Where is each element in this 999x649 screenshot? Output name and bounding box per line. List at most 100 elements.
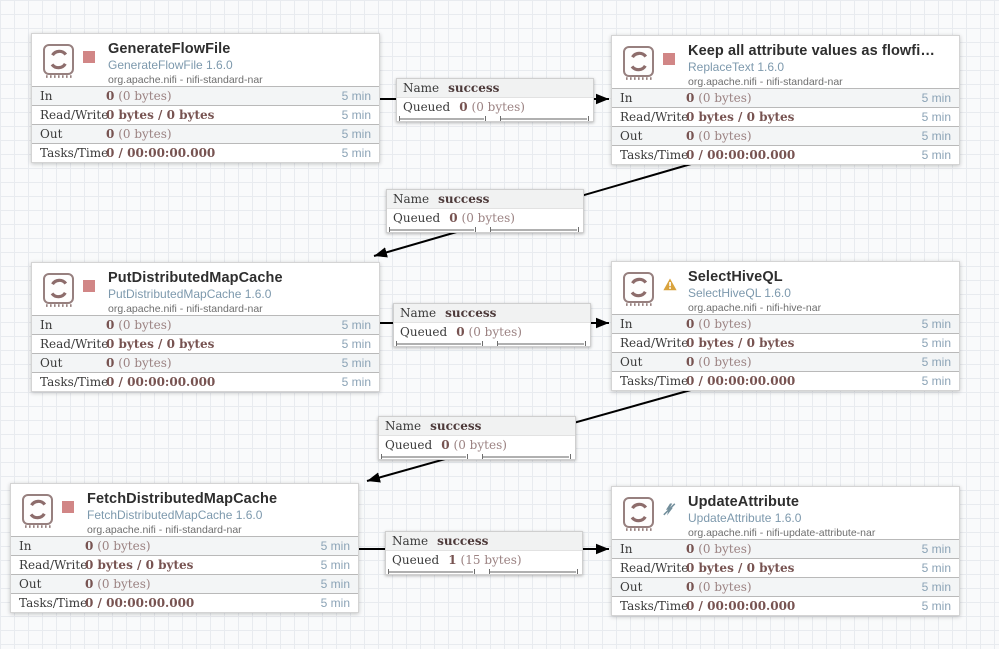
processor-name: Keep all attribute values as flowfi…: [688, 43, 935, 59]
stat-row-in: In 0 (0 bytes) 5 min: [612, 314, 959, 333]
processor-updateattribute[interactable]: UpdateAttribute UpdateAttribute 1.6.0 or…: [611, 486, 960, 616]
processor-header: UpdateAttribute UpdateAttribute 1.6.0 or…: [612, 487, 959, 539]
connection-queued-size: (0 bytes): [453, 438, 507, 452]
processor-bundle: org.apache.nifi - nifi-standard-nar: [108, 302, 263, 315]
stat-row-in: In 0 (0 bytes) 5 min: [32, 315, 379, 334]
stat-row-out: Out 0 (0 bytes) 5 min: [32, 353, 379, 372]
connection-queued-size: (15 bytes): [460, 553, 522, 567]
connection-queued-key: Queued: [393, 211, 441, 225]
connection-name-key: Name: [385, 419, 422, 433]
connection-queued-size: (0 bytes): [468, 325, 522, 339]
connection-queued-count: 0: [441, 438, 450, 452]
processor-stamp-icon: [41, 271, 77, 308]
processor-header: Keep all attribute values as flowfi… Rep…: [612, 36, 959, 88]
warning-triangle-icon: [663, 278, 677, 292]
processor-type: SelectHiveQL 1.6.0: [688, 285, 791, 300]
connection-queued-count: 1: [448, 553, 457, 567]
processor-type: PutDistributedMapCache 1.6.0: [108, 286, 272, 301]
processor-type: GenerateFlowFile 1.6.0: [108, 57, 233, 72]
processor-stamp-icon: [621, 270, 657, 307]
connection-name-key: Name: [393, 192, 430, 206]
stat-row-readwrite: Read/Write 0 bytes / 0 bytes 5 min: [612, 107, 959, 126]
processor-generateflowfile[interactable]: GenerateFlowFile GenerateFlowFile 1.6.0 …: [31, 33, 380, 163]
processor-name: PutDistributedMapCache: [108, 270, 283, 286]
processor-header: FetchDistributedMapCache FetchDistribute…: [11, 484, 358, 536]
processor-bundle: org.apache.nifi - nifi-update-attribute-…: [688, 526, 876, 539]
processor-fetchdistributedmapcache[interactable]: FetchDistributedMapCache FetchDistribute…: [10, 483, 359, 613]
processor-name: UpdateAttribute: [688, 494, 800, 510]
processor-stamp-icon: [20, 492, 56, 529]
stat-row-out: Out 0 (0 bytes) 5 min: [32, 124, 379, 143]
queue-fill-bars: [387, 227, 583, 232]
stat-row-in: In 0 (0 bytes) 5 min: [32, 86, 379, 105]
stat-row-out: Out 0 (0 bytes) 5 min: [612, 352, 959, 371]
stat-row-out: Out 0 (0 bytes) 5 min: [11, 574, 358, 593]
connection-label-2[interactable]: Name success Queued 0(0 bytes): [386, 189, 584, 233]
connection-name-value: success: [445, 306, 497, 320]
connection-queued-key: Queued: [403, 100, 451, 114]
processor-stamp-icon: [621, 495, 657, 532]
processor-stamp-icon: [41, 42, 77, 79]
stopped-square-icon: [62, 501, 74, 513]
processor-bundle: org.apache.nifi - nifi-standard-nar: [688, 75, 843, 88]
processor-bundle: org.apache.nifi - nifi-standard-nar: [108, 73, 263, 86]
connection-queued-count: 0: [456, 325, 465, 339]
connection-queued-size: (0 bytes): [471, 100, 525, 114]
processor-type: UpdateAttribute 1.6.0: [688, 510, 802, 525]
disabled-bolt-icon: [663, 503, 677, 517]
stat-row-in: In 0 (0 bytes) 5 min: [612, 88, 959, 107]
stat-row-tasks: Tasks/Time 0 / 00:00:00.000 5 min: [11, 593, 358, 612]
connection-name-key: Name: [392, 534, 429, 548]
stat-row-readwrite: Read/Write 0 bytes / 0 bytes 5 min: [32, 105, 379, 124]
processor-type: ReplaceText 1.6.0: [688, 59, 785, 74]
processor-putdistributedmapcache[interactable]: PutDistributedMapCache PutDistributedMap…: [31, 262, 380, 392]
processor-bundle: org.apache.nifi - nifi-standard-nar: [87, 523, 242, 536]
connection-label-4[interactable]: Name success Queued 0(0 bytes): [378, 416, 576, 460]
stat-row-in: In 0 (0 bytes) 5 min: [612, 539, 959, 558]
stat-row-tasks: Tasks/Time 0 / 00:00:00.000 5 min: [32, 143, 379, 162]
queue-fill-bars: [397, 116, 593, 121]
processor-name: SelectHiveQL: [688, 269, 783, 285]
queue-fill-bars: [386, 569, 582, 574]
connection-name-key: Name: [400, 306, 437, 320]
processor-bundle: org.apache.nifi - nifi-hive-nar: [688, 301, 822, 314]
stat-row-out: Out 0 (0 bytes) 5 min: [612, 577, 959, 596]
stat-row-readwrite: Read/Write 0 bytes / 0 bytes 5 min: [32, 334, 379, 353]
stopped-square-icon: [83, 280, 95, 292]
stat-row-tasks: Tasks/Time 0 / 00:00:00.000 5 min: [32, 372, 379, 391]
connection-name-value: success: [438, 192, 490, 206]
stat-row-readwrite: Read/Write 0 bytes / 0 bytes 5 min: [612, 558, 959, 577]
stat-row-out: Out 0 (0 bytes) 5 min: [612, 126, 959, 145]
connection-queued-count: 0: [449, 211, 458, 225]
connection-queued-size: (0 bytes): [461, 211, 515, 225]
connection-label-5[interactable]: Name success Queued 1(15 bytes): [385, 531, 583, 575]
processor-header: SelectHiveQL SelectHiveQL 1.6.0 org.apac…: [612, 262, 959, 314]
stat-row-tasks: Tasks/Time 0 / 00:00:00.000 5 min: [612, 371, 959, 390]
connection-queued-key: Queued: [392, 553, 440, 567]
connection-queued-key: Queued: [385, 438, 433, 452]
connection-queued-count: 0: [459, 100, 468, 114]
connection-name-value: success: [437, 534, 489, 548]
connection-name-key: Name: [403, 81, 440, 95]
connection-name-value: success: [448, 81, 500, 95]
processor-header: PutDistributedMapCache PutDistributedMap…: [32, 263, 379, 315]
connection-label-1[interactable]: Name success Queued 0(0 bytes): [396, 78, 594, 122]
stat-row-tasks: Tasks/Time 0 / 00:00:00.000 5 min: [612, 145, 959, 164]
queue-fill-bars: [394, 341, 590, 346]
processor-stamp-icon: [621, 44, 657, 81]
stat-row-in: In 0 (0 bytes) 5 min: [11, 536, 358, 555]
processor-type: FetchDistributedMapCache 1.6.0: [87, 507, 263, 522]
stat-row-readwrite: Read/Write 0 bytes / 0 bytes 5 min: [612, 333, 959, 352]
processor-selecthiveql[interactable]: SelectHiveQL SelectHiveQL 1.6.0 org.apac…: [611, 261, 960, 391]
stat-row-tasks: Tasks/Time 0 / 00:00:00.000 5 min: [612, 596, 959, 615]
stopped-square-icon: [83, 51, 95, 63]
queue-fill-bars: [379, 454, 575, 459]
stat-row-readwrite: Read/Write 0 bytes / 0 bytes 5 min: [11, 555, 358, 574]
stopped-square-icon: [663, 53, 675, 65]
processor-name: GenerateFlowFile: [108, 41, 231, 57]
processor-name: FetchDistributedMapCache: [87, 491, 278, 507]
connection-name-value: success: [430, 419, 482, 433]
processor-replacetext[interactable]: Keep all attribute values as flowfi… Rep…: [611, 35, 960, 165]
